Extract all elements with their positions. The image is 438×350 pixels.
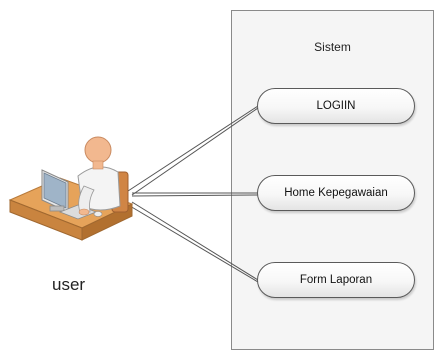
user-at-computer-icon — [8, 136, 134, 241]
actor-label: user — [52, 275, 86, 294]
system-title: Sistem — [314, 40, 351, 54]
association-home-edge — [131, 194, 259, 197]
use-case-home-kepegawaian: Home Kepegawaian — [257, 175, 415, 211]
association-login-edge — [131, 107, 259, 196]
association-form — [131, 201, 259, 281]
association-form-edge — [129, 205, 259, 283]
use-case-form-laporan: Form Laporan — [257, 262, 415, 298]
use-case-login: LOGIIN — [257, 88, 415, 124]
association-login — [127, 105, 259, 192]
